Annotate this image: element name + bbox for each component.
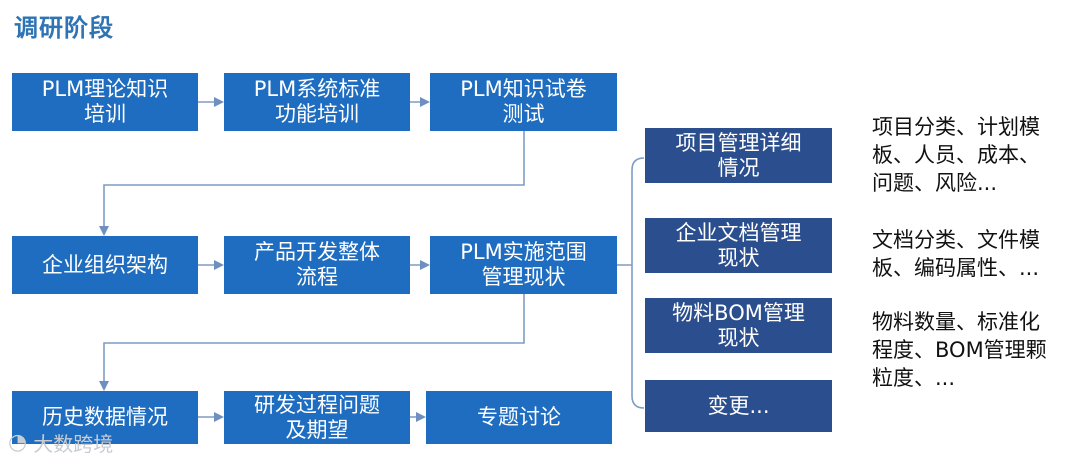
stage-plm-scope-status: PLM实施范围 管理现状 [430, 236, 617, 294]
watermark-logo-icon: ◔ [8, 430, 28, 455]
stage-plm-knowledge-training: PLM理论知识 培训 [12, 73, 198, 131]
page-title: 调研阶段 [14, 14, 114, 42]
note-material-bom: 物料数量、标准化 程度、BOM管理颗 粒度、... [872, 310, 1047, 390]
stage-topic-discussion: 专题讨论 [426, 391, 612, 444]
branch-material-bom: 物料BOM管理 现状 [645, 298, 832, 353]
stage-rd-issues: 研发过程问题 及期望 [224, 391, 410, 444]
stage-plm-knowledge-test: PLM知识试卷 测试 [430, 73, 617, 131]
elbow-arrow-2 [99, 294, 525, 391]
watermark: ◔ 大数跨境 [8, 428, 113, 457]
watermark-text: 大数跨境 [33, 432, 114, 456]
stage-product-dev-process: 产品开发整体 流程 [224, 236, 410, 294]
branch-project-mgmt: 项目管理详细 情况 [645, 128, 832, 183]
stage-org-structure: 企业组织架构 [12, 236, 198, 294]
branch-bracket [617, 157, 645, 409]
stage-history-data: 历史数据情况 [12, 391, 198, 444]
note-project-mgmt: 项目分类、计划模 板、人员、成本、 问题、风险... [872, 115, 1040, 195]
stage-plm-system-training: PLM系统标准 功能培训 [224, 73, 410, 131]
elbow-arrow-1 [99, 131, 525, 236]
branch-change: 变更... [645, 380, 832, 432]
note-doc-mgmt: 文档分类、文件模 板、编码属性、... [872, 228, 1040, 280]
branch-doc-mgmt: 企业文档管理 现状 [645, 218, 832, 273]
